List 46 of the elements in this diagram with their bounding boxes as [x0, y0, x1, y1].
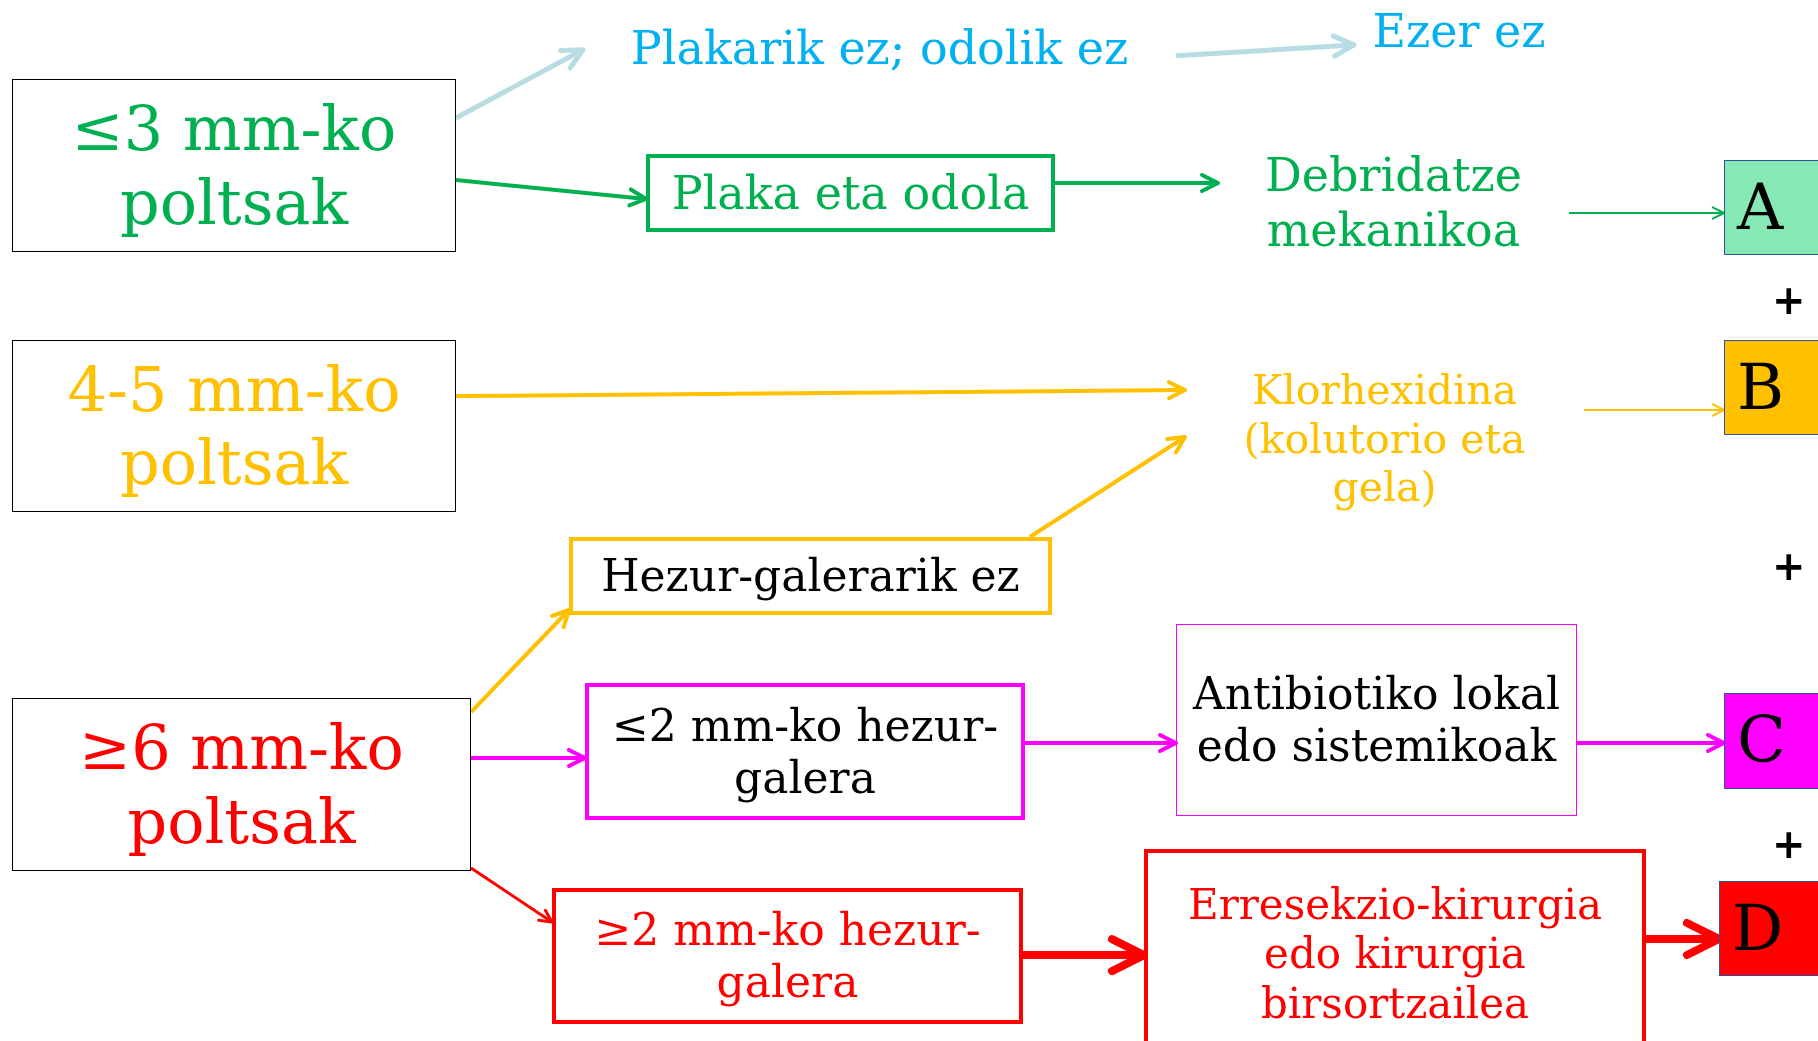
plus-sign: + — [1772, 280, 1806, 320]
arrow — [455, 178, 648, 208]
plus-sign: + — [1772, 824, 1806, 864]
flow-text: Klorhexidina (kolutorio eta gela) — [1242, 366, 1527, 512]
plus-sign: + — [1772, 546, 1806, 586]
process-box — [12, 79, 456, 252]
arrow — [1175, 33, 1357, 59]
arrow — [471, 747, 587, 768]
category-letter-box — [1724, 160, 1818, 255]
category-letter: B — [1737, 349, 1785, 426]
arrow — [1055, 173, 1220, 193]
arrow — [1028, 435, 1187, 539]
arrow — [469, 608, 571, 714]
process-box — [12, 698, 471, 871]
arrow — [1577, 733, 1726, 753]
category-letter-box — [1719, 881, 1818, 976]
category-letter: A — [1737, 169, 1784, 246]
box-label: Hezur-galerarik ez — [601, 550, 1020, 602]
arrow — [1583, 403, 1725, 417]
box-label: Erresekzio-kirurgia edo kirurgia birsortzailea — [1187, 879, 1603, 1029]
box-label: ≥6 mm-ko poltsak — [78, 711, 405, 858]
process-box — [552, 888, 1023, 1024]
box-label: ≤3 mm-ko poltsak — [70, 92, 398, 239]
box-label: ≤2 mm-ko hezur- galera — [610, 699, 1000, 804]
process-box — [1144, 849, 1646, 1041]
box-label: Antibiotiko lokal edo sistemikoak — [1191, 668, 1561, 772]
process-box — [646, 154, 1055, 232]
arrow — [456, 380, 1187, 401]
flow-text: Ezer ez — [1372, 3, 1546, 59]
process-box — [569, 537, 1052, 615]
flow-text: Debridatze mekanikoa — [1263, 148, 1524, 257]
category-letter: C — [1737, 703, 1786, 779]
box-label: Plaka eta odola — [671, 165, 1030, 221]
arrow — [1568, 206, 1725, 220]
category-letter-box — [1724, 693, 1818, 789]
process-box — [585, 683, 1025, 820]
process-box — [1176, 624, 1577, 816]
flow-text: Plakarik ez; odolik ez — [630, 20, 1129, 76]
process-box — [12, 340, 456, 512]
box-label: 4-5 mm-ko poltsak — [66, 352, 402, 500]
arrow — [454, 47, 586, 121]
category-letter: D — [1732, 890, 1784, 967]
box-label: ≥2 mm-ko hezur- galera — [593, 904, 982, 1008]
category-letter-box — [1724, 340, 1818, 435]
arrow — [470, 866, 554, 924]
arrow — [1025, 733, 1178, 754]
